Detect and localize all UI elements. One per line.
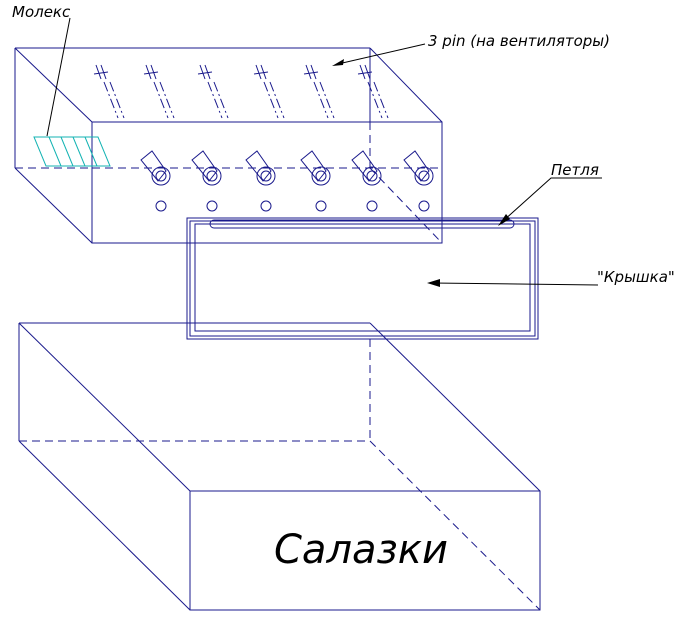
- toggle-switches: [140, 150, 434, 212]
- toggle-switch: [245, 150, 276, 212]
- lid: [186, 217, 539, 340]
- molex-leader: [46, 17, 71, 137]
- pin3-leader: [337, 43, 426, 65]
- sled-label: Салазки: [274, 527, 448, 573]
- lid-label: "Крышка": [597, 268, 675, 286]
- fan-connector: [253, 64, 285, 119]
- toggle-switch: [351, 150, 382, 212]
- fan-connector: [357, 64, 389, 119]
- fan-connector: [303, 64, 335, 119]
- leaders: [46, 17, 602, 287]
- sled-box: [18, 322, 541, 611]
- hinge-loop: [209, 219, 515, 229]
- fan-connector: [143, 64, 175, 119]
- toggle-switch: [191, 150, 222, 212]
- toggle-switch: [300, 150, 331, 212]
- fan-connector: [197, 64, 229, 119]
- labels: Молекс 3 pin (на вентиляторы) Петля "Кры…: [12, 3, 675, 573]
- molex-label: Молекс: [12, 3, 71, 21]
- toggle-switch: [140, 150, 171, 212]
- molex-connector: [33, 136, 111, 167]
- upper-box: [14, 47, 443, 244]
- loop-leader: [502, 177, 602, 222]
- lid-leader: [431, 282, 599, 286]
- loop-label: Петля: [551, 161, 599, 179]
- toggle-switch: [403, 150, 434, 212]
- fan-connectors: [93, 64, 389, 119]
- pin3-label: 3 pin (на вентиляторы): [428, 32, 610, 50]
- fan-connector: [93, 64, 125, 119]
